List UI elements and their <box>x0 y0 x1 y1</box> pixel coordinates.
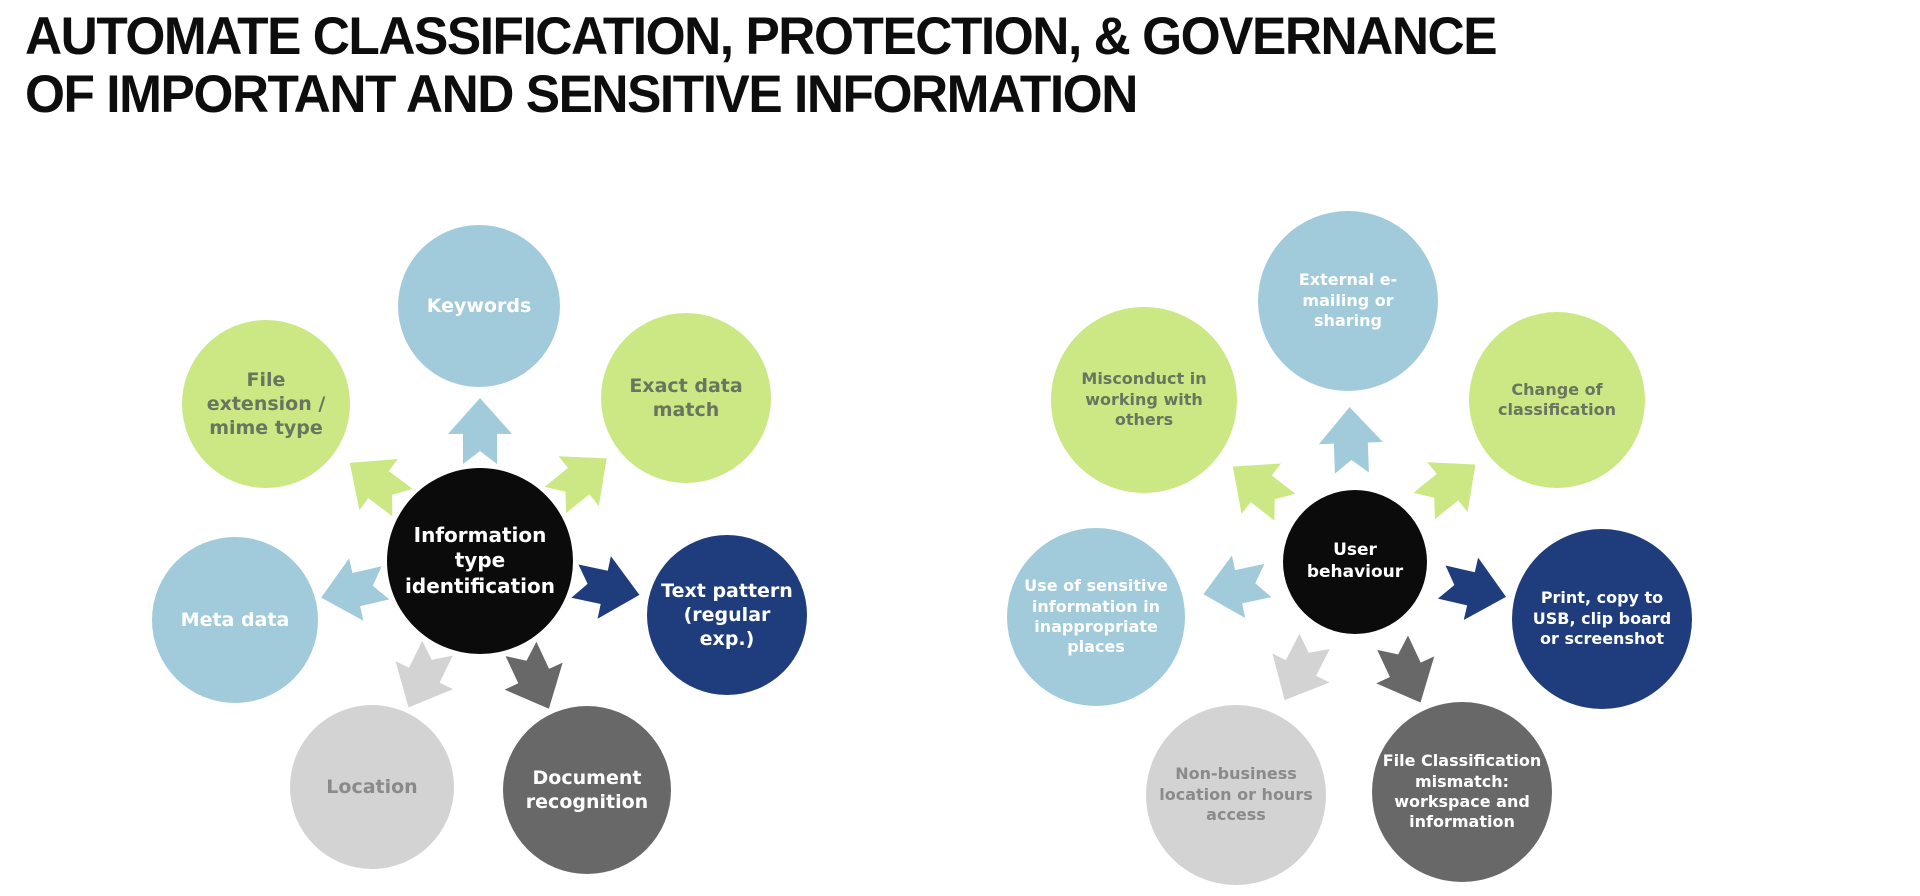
node-use-of-sensitive-label: Use of sensitive information in inapprop… <box>1024 576 1168 657</box>
slide-title-line1: AUTOMATE CLASSIFICATION, PROTECTION, & G… <box>25 7 1497 66</box>
node-document-recognition-label: Document recognition <box>525 766 649 813</box>
node-use-of-sensitive: Use of sensitive information in inapprop… <box>1007 528 1185 706</box>
node-print-copy-label: Print, copy to USB, clip board or screen… <box>1532 588 1672 649</box>
slide-title: AUTOMATE CLASSIFICATION, PROTECTION, & G… <box>25 7 1849 125</box>
node-location: Location <box>290 705 454 869</box>
node-misconduct-label: Misconduct in working with others <box>1081 369 1207 430</box>
node-file-extension: File extension / mime type <box>182 320 350 488</box>
center-node-information-type-identification: Information type identification <box>387 468 573 654</box>
node-file-classification-mismatch: File Classification mismatch: workspace … <box>1372 702 1552 882</box>
arrow-to-file-classification-mismatch <box>1376 635 1435 703</box>
node-keywords-label: Keywords <box>426 294 532 317</box>
node-misconduct: Misconduct in working with others <box>1051 307 1237 493</box>
node-keywords: Keywords <box>398 225 560 387</box>
arrow-to-use-of-sensitive <box>1203 555 1272 619</box>
center-node-user-behaviour: User behaviour <box>1283 490 1427 634</box>
node-location-label: Location <box>326 775 418 798</box>
node-text-pattern-label: Text pattern (regular exp.) <box>661 579 793 651</box>
node-change-of-classification: Change of classification <box>1469 312 1645 488</box>
node-non-business-label: Non-business location or hours access <box>1159 764 1313 825</box>
node-text-pattern: Text pattern (regular exp.) <box>647 535 807 695</box>
center-node-information-type-identification-label: Information type identification <box>405 522 555 598</box>
slide-title-line2: OF IMPORTANT AND SENSITIVE INFORMATION <box>25 65 1138 125</box>
node-meta-data-label: Meta data <box>180 608 290 631</box>
node-change-of-classification-label: Change of classification <box>1498 379 1616 419</box>
center-node-user-behaviour-label: User behaviour <box>1306 540 1404 582</box>
arrow-to-change-of-classification <box>1413 462 1476 520</box>
node-exact-data-match-label: Exact data match <box>629 374 743 421</box>
node-meta-data: Meta data <box>152 537 318 703</box>
arrow-to-non-business <box>1272 633 1330 701</box>
arrow-to-text-pattern <box>571 556 640 619</box>
node-file-classification-mismatch-label: File Classification mismatch: workspace … <box>1382 751 1542 832</box>
node-external-emailing: External e-mailing or sharing <box>1258 211 1438 391</box>
node-print-copy: Print, copy to USB, clip board or screen… <box>1512 529 1692 709</box>
arrow-to-misconduct <box>1232 463 1296 521</box>
node-external-emailing-label: External e-mailing or sharing <box>1298 270 1398 331</box>
node-document-recognition: Document recognition <box>503 706 671 874</box>
arrow-to-print-copy <box>1437 557 1507 620</box>
node-file-extension-label: File extension / mime type <box>206 368 326 440</box>
arrow-to-external-emailing <box>1318 407 1383 474</box>
node-exact-data-match: Exact data match <box>601 313 771 483</box>
arrow-to-meta-data <box>321 558 390 621</box>
arrow-to-keywords <box>448 398 512 464</box>
node-non-business: Non-business location or hours access <box>1146 705 1326 885</box>
